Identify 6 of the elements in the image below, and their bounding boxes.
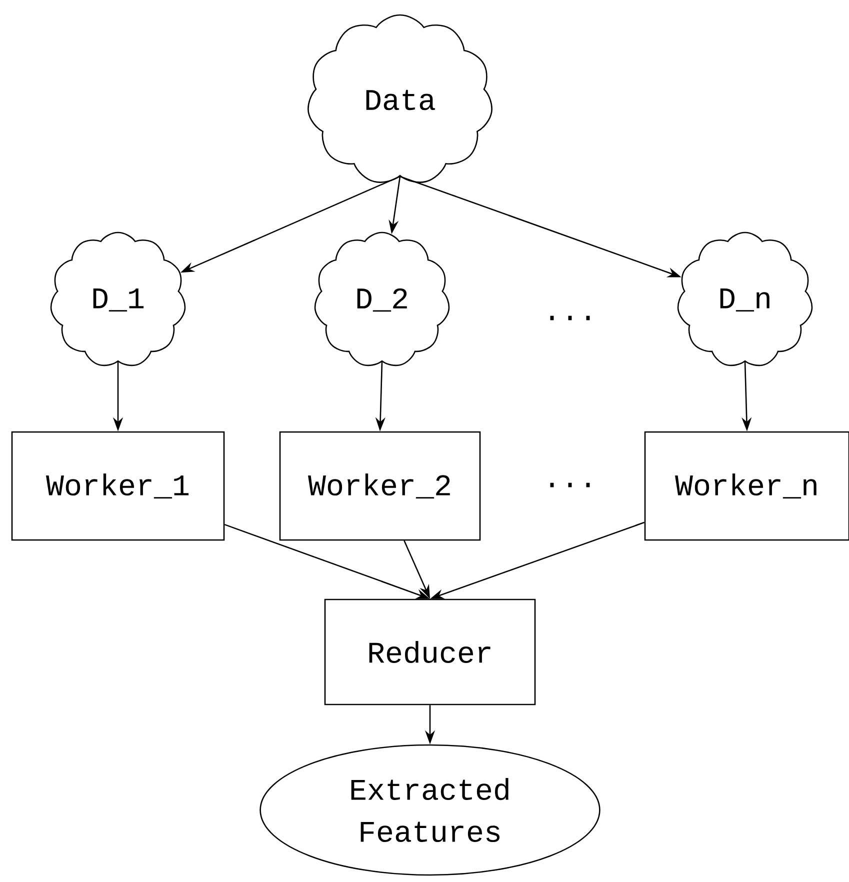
process-box: Worker_n [644, 431, 849, 541]
process-box: Worker_2 [279, 431, 481, 541]
ellipsis: ... [550, 316, 590, 320]
process-box: Reducer [324, 598, 536, 706]
process-box: Worker_1 [11, 431, 225, 541]
ellipsis: ... [550, 482, 590, 488]
